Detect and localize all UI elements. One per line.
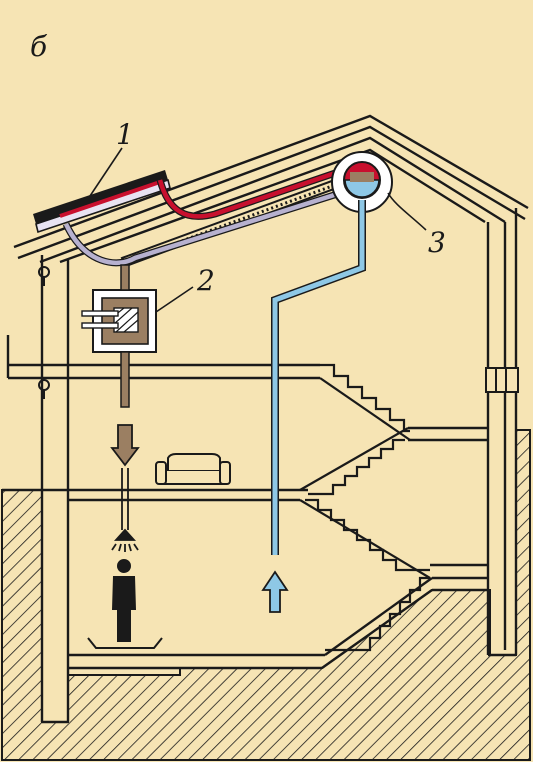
label-storage-tank: 3 bbox=[428, 226, 446, 259]
label-heat-exchanger: 2 bbox=[196, 264, 215, 297]
hot-pipe-fill bbox=[157, 165, 351, 219]
down-arrow-icon bbox=[110, 424, 140, 467]
roof bbox=[13, 114, 529, 264]
floors bbox=[2, 335, 488, 670]
damper-icon bbox=[38, 266, 50, 286]
staircase bbox=[299, 363, 431, 652]
label-collector: 1 bbox=[116, 118, 134, 151]
return-pipe-fill bbox=[63, 187, 351, 266]
collector-panel-icon bbox=[33, 170, 171, 234]
window bbox=[485, 367, 519, 393]
up-arrow-icon bbox=[261, 570, 289, 613]
damper-icon bbox=[38, 379, 50, 399]
shower-head-icon bbox=[111, 528, 139, 552]
storage-tank-icon bbox=[331, 151, 393, 213]
person-icon bbox=[112, 559, 136, 642]
shower-tray bbox=[87, 637, 163, 649]
cold-pipe-fill bbox=[272, 200, 365, 555]
heat-exchanger-icon bbox=[81, 289, 157, 353]
duct bbox=[120, 264, 130, 530]
leader-lines bbox=[85, 147, 427, 313]
sofa-icon bbox=[155, 453, 231, 485]
panel-letter: б bbox=[30, 30, 48, 63]
